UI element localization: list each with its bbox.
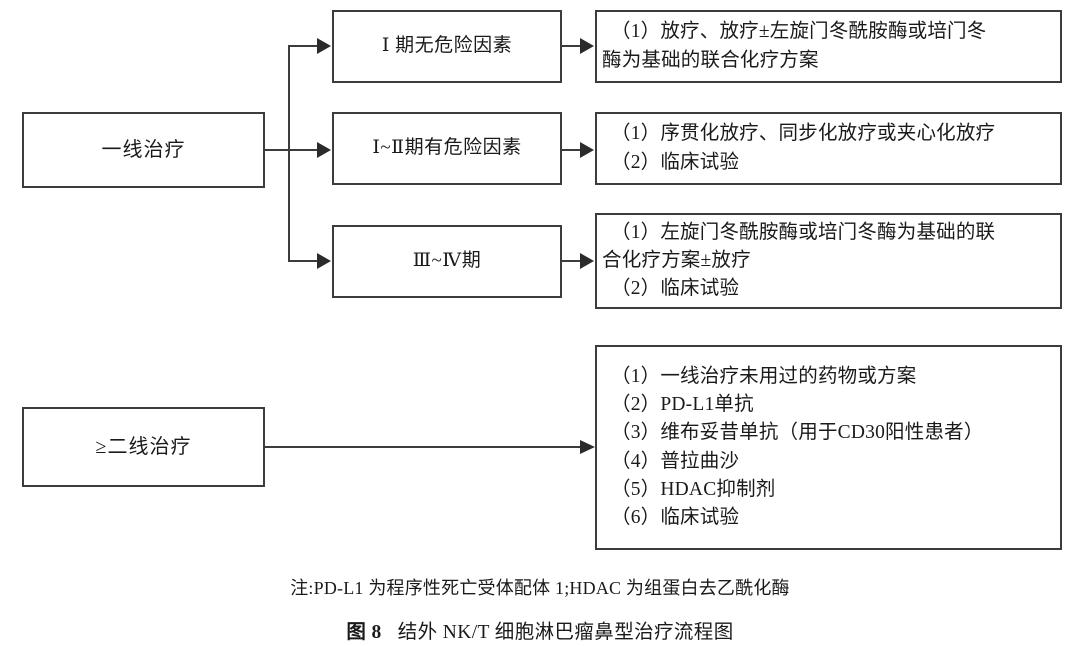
connector-second-line <box>265 446 583 448</box>
figure-title-text: 结外 NK/T 细胞淋巴瘤鼻型治疗流程图 <box>397 622 734 643</box>
treatment-3-line-3: （2）临床试验 <box>611 278 740 300</box>
treatment-3-line-2: 合化疗方案±放疗 <box>602 249 751 271</box>
node-treatment-3-text: （1）左旋门冬酰胺酶或培门冬酶为基础的联 合化疗方案±放疗 （2）临床试验 <box>597 219 1060 304</box>
arrowhead-treatment-1 <box>580 38 594 54</box>
node-stage-3-label: Ⅲ~Ⅳ期 <box>412 250 482 272</box>
node-stage-3: Ⅲ~Ⅳ期 <box>332 225 562 298</box>
figure-title: 图 8 结外 NK/T 细胞淋巴瘤鼻型治疗流程图 <box>0 615 1080 644</box>
connector-first-line-trunk <box>265 149 290 151</box>
node-second-line-treatment: ≥二线治疗 <box>22 407 265 487</box>
arrowhead-second-line <box>580 440 595 454</box>
node-stage-2: Ⅰ~Ⅱ期有危险因素 <box>332 112 562 185</box>
node-second-line-treatment-label: ≥二线治疗 <box>95 436 192 458</box>
arrowhead-treatment-3 <box>580 253 594 269</box>
node-treatment-2: （1）序贯化放疗、同步化放疗或夹心化放疗 （2）临床试验 <box>595 112 1062 185</box>
treatment-2-line-2: （2）临床试验 <box>611 151 740 173</box>
node-stage-1: Ⅰ 期无危险因素 <box>332 10 562 83</box>
node-first-line-treatment: 一线治疗 <box>22 112 265 188</box>
figure-title-prefix: 图 8 <box>346 622 382 643</box>
node-stage-1-label: Ⅰ 期无危险因素 <box>381 35 513 57</box>
connector-branch-1 <box>288 45 318 47</box>
figure-note: 注:PD-L1 为程序性死亡受体配体 1;HDAC 为组蛋白去乙酰化酶 <box>290 578 790 598</box>
arrowhead-branch-1 <box>317 38 331 54</box>
connector-stage-2-to-treatment <box>562 149 582 151</box>
second-line-item-1: （1）一线治疗未用过的药物或方案 <box>611 365 917 387</box>
node-second-line-options: （1）一线治疗未用过的药物或方案 （2）PD-L1单抗 （3）维布妥昔单抗（用于… <box>595 345 1062 550</box>
treatment-1-line-1: （1）放疗、放疗±左旋门冬酰胺酶或培门冬 <box>611 21 987 43</box>
node-first-line-treatment-label: 一线治疗 <box>101 139 186 161</box>
arrowhead-branch-2 <box>317 142 331 158</box>
connector-stage-3-to-treatment <box>562 260 582 262</box>
connector-branch-3 <box>288 260 318 262</box>
second-line-item-2: （2）PD-L1单抗 <box>611 393 754 415</box>
node-treatment-1: （1）放疗、放疗±左旋门冬酰胺酶或培门冬 酶为基础的联合化疗方案 <box>595 10 1062 83</box>
second-line-item-4: （4）普拉曲沙 <box>611 450 740 472</box>
connector-stage-1-to-treatment <box>562 45 582 47</box>
arrowhead-treatment-2 <box>580 142 594 158</box>
arrowhead-branch-3 <box>317 253 331 269</box>
node-treatment-1-text: （1）放疗、放疗±左旋门冬酰胺酶或培门冬 酶为基础的联合化疗方案 <box>597 18 1060 75</box>
connector-branch-2 <box>288 149 318 151</box>
second-line-item-5: （5）HDAC抑制剂 <box>611 478 776 500</box>
second-line-item-3: （3）维布妥昔单抗（用于CD30阳性患者） <box>611 422 984 444</box>
second-line-item-6: （6）临床试验 <box>611 507 740 529</box>
treatment-1-line-2: 酶为基础的联合化疗方案 <box>602 49 819 71</box>
node-treatment-3: （1）左旋门冬酰胺酶或培门冬酶为基础的联 合化疗方案±放疗 （2）临床试验 <box>595 213 1062 309</box>
treatment-2-line-1: （1）序贯化放疗、同步化放疗或夹心化放疗 <box>611 123 996 145</box>
treatment-3-line-1: （1）左旋门冬酰胺酶或培门冬酶为基础的联 <box>611 221 996 243</box>
node-treatment-2-text: （1）序贯化放疗、同步化放疗或夹心化放疗 （2）临床试验 <box>597 120 1060 177</box>
connector-branch-spine <box>288 46 290 261</box>
node-stage-2-label: Ⅰ~Ⅱ期有危险因素 <box>372 137 522 159</box>
